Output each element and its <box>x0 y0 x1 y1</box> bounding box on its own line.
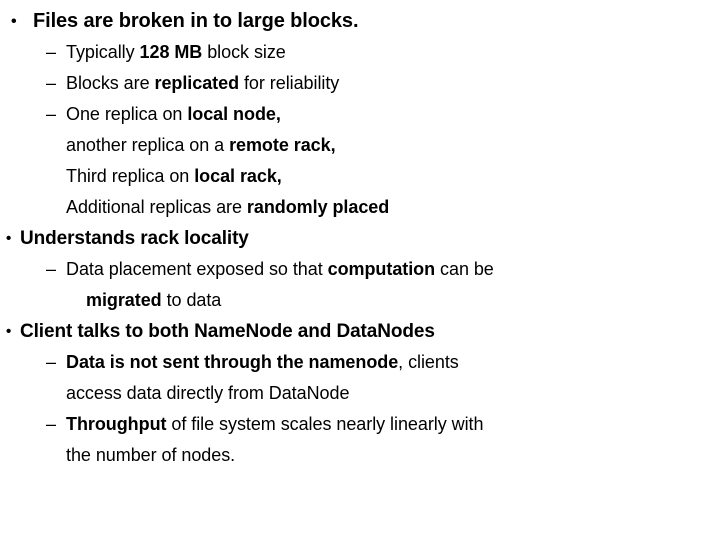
bullet-replica-placement: –One replica on local node, <box>0 99 720 130</box>
migrated-to-data-run-1-regular: to data <box>161 290 222 310</box>
data-placement-run-0-regular: Data placement exposed so that <box>66 259 328 279</box>
bullet-text-replica-placement: One replica on local node, <box>66 99 720 130</box>
bullet-text-client-talks: Client talks to both NameNode and DataNo… <box>20 316 720 347</box>
migrated-to-data-run-0-bold: migrated <box>86 290 162 310</box>
bullet-text-data-placement: Data placement exposed so that computati… <box>66 254 720 285</box>
bullet-data-placement: –Data placement exposed so that computat… <box>0 254 720 285</box>
continuation-access-directly: access data directly from DataNode <box>66 378 720 409</box>
bullet-text-rack-locality: Understands rack locality <box>20 223 720 254</box>
continuation-number-of-nodes: the number of nodes. <box>66 440 720 471</box>
bullet-dash-icon: – <box>46 352 56 372</box>
bullet-not-through-namenode: –Data is not sent through the namenode, … <box>0 347 720 378</box>
bullet-dash-icon: – <box>46 414 56 434</box>
replica-random-run-1-bold: randomly placed <box>246 197 390 217</box>
replica-local-rack-run-0-regular: Third replica on <box>66 166 195 186</box>
bullet-text-files-broken: Files are broken in to large blocks. <box>33 6 720 37</box>
rack-locality-run-0-bold: Understands rack locality <box>20 228 249 249</box>
replica-remote-rack-run-0-regular: another replica on a <box>66 135 230 155</box>
bullet-text-not-through-namenode: Data is not sent through the namenode, c… <box>66 347 720 378</box>
access-directly-run-0-regular: access data directly from DataNode <box>66 383 350 403</box>
bullet-rack-locality: • Understands rack locality <box>0 223 720 254</box>
block-size-run-2-regular: block size <box>202 42 286 62</box>
bullet-replicated: –Blocks are replicated for reliability <box>0 68 720 99</box>
bullet-dot-icon: • <box>6 230 12 247</box>
replica-random-run-0-regular: Additional replicas are <box>66 197 247 217</box>
not-through-namenode-run-1-regular: , clients <box>398 352 459 372</box>
replica-remote-rack-run-1-bold: remote rack, <box>229 135 336 155</box>
bullet-dash-icon: – <box>46 42 56 62</box>
bullet-throughput: –Throughput of file system scales nearly… <box>0 409 720 440</box>
replicated-run-2-regular: for reliability <box>239 73 340 93</box>
bullet-text-throughput: Throughput of file system scales nearly … <box>66 409 720 440</box>
throughput-run-1-regular: of file system scales nearly linearly wi… <box>166 414 484 434</box>
throughput-run-0-bold: Throughput <box>66 414 167 434</box>
replica-placement-run-0-regular: One replica on <box>66 104 188 124</box>
data-placement-run-2-regular: can be <box>435 259 494 279</box>
bullet-dash-icon: – <box>46 73 56 93</box>
files-broken-run-0-bold: Files are broken in to large blocks. <box>33 10 359 32</box>
bullet-text-replicated: Blocks are replicated for reliability <box>66 68 720 99</box>
bullet-dot-icon: • <box>6 323 12 340</box>
number-of-nodes-run-0-regular: the number of nodes. <box>66 445 236 465</box>
block-size-run-1-bold: 128 MB <box>139 42 203 62</box>
continuation-replica-random: Additional replicas are randomly placed <box>66 192 720 223</box>
data-placement-run-1-bold: computation <box>327 259 436 279</box>
not-through-namenode-run-0-bold: Data is not sent through the namenode <box>66 352 399 372</box>
replicated-run-1-bold: replicated <box>154 73 240 93</box>
bullet-dash-icon: – <box>46 259 56 279</box>
slide-body-text: •Files are broken in to large blocks.–Ty… <box>0 6 720 471</box>
replicated-run-0-regular: Blocks are <box>66 73 155 93</box>
bullet-files-broken: • Files are broken in to large blocks. <box>0 6 720 37</box>
block-size-run-0-regular: Typically <box>66 42 140 62</box>
continuation-replica-local-rack: Third replica on local rack, <box>66 161 720 192</box>
bullet-block-size: –Typically 128 MB block size <box>0 37 720 68</box>
continuation-migrated-to-data: migrated to data <box>86 285 720 316</box>
continuation-replica-remote-rack: another replica on a remote rack, <box>66 130 720 161</box>
replica-placement-run-1-bold: local node, <box>187 104 281 124</box>
bullet-client-talks: • Client talks to both NameNode and DataN… <box>0 316 720 347</box>
bullet-text-block-size: Typically 128 MB block size <box>66 37 720 68</box>
bullet-dash-icon: – <box>46 104 56 124</box>
client-talks-run-0-bold: Client talks to both NameNode and DataNo… <box>20 321 435 342</box>
replica-local-rack-run-1-bold: local rack, <box>194 166 282 186</box>
bullet-dot-icon: • <box>11 13 17 30</box>
